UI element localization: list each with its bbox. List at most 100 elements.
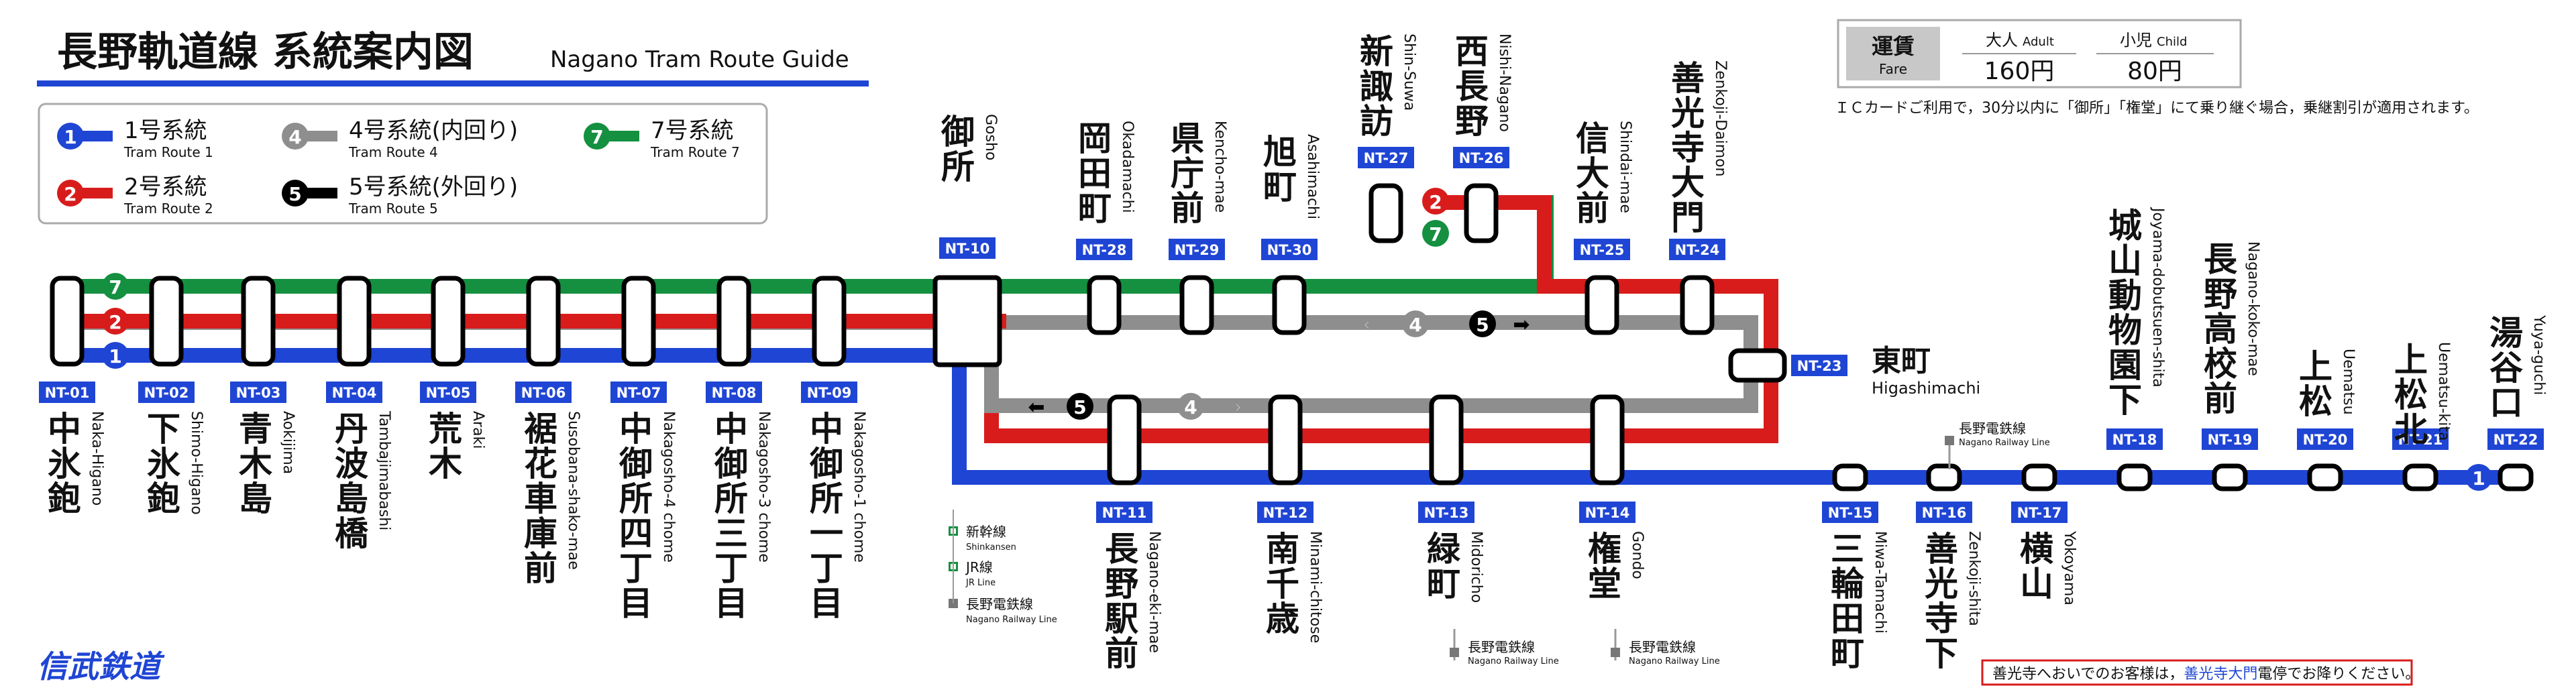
route-4-5-line [67, 314, 1758, 413]
station-marker[interactable] [1272, 275, 1307, 335]
station-marker[interactable] [621, 276, 656, 367]
station-code: NT-09 [807, 385, 852, 401]
station-code: NT-28 [1082, 242, 1127, 258]
station-marker[interactable] [812, 276, 847, 367]
station-marker[interactable] [337, 276, 372, 367]
transfer-railway-jp: 長野電鉄線 [966, 596, 1033, 612]
legend-route-5-en: Tram Route 5 [348, 200, 438, 217]
station-marker[interactable] [2307, 463, 2343, 491]
station-code: NT-19 [2208, 432, 2253, 448]
station-code: NT-07 [616, 385, 661, 401]
station-name-jp: 中御所一丁目 [804, 411, 844, 620]
svg-text:2: 2 [1429, 191, 1442, 213]
station-name-jp: 緑町 [1421, 531, 1460, 601]
station-code-badge [515, 382, 572, 403]
route-4-5-trunk [959, 315, 1751, 330]
station-marker[interactable] [431, 276, 466, 367]
station-marker[interactable] [1087, 275, 1122, 335]
station-marker[interactable] [1179, 275, 1214, 335]
station-marker[interactable] [1107, 394, 1142, 485]
station-marker[interactable] [50, 276, 85, 367]
station-marker[interactable] [241, 276, 276, 367]
station-code: NT-16 [1922, 505, 1967, 521]
station-marker[interactable] [2212, 463, 2248, 491]
station-marker[interactable] [1429, 394, 1464, 485]
transfer-gondo: 長野電鉄線 Nagano Railway Line [1611, 629, 1720, 666]
station-marker[interactable] [526, 276, 561, 367]
station-name-jp: 下氷鉋 [142, 411, 180, 516]
station-marker[interactable] [1585, 275, 1619, 335]
station-marker[interactable] [1728, 348, 1787, 383]
station-name-jp: 権堂 [1582, 531, 1621, 601]
station-code: NT-11 [1102, 505, 1147, 521]
transfer-shinkansen-en: Shinkansen [966, 542, 1016, 552]
station-name-en: Uematsu [2340, 349, 2357, 415]
station-name-en: Nishi-Nagano [1496, 34, 1513, 132]
transfer-gondo-en: Nagano Railway Line [1629, 656, 1720, 666]
station-code-badge [1257, 502, 1313, 523]
station-code-badge [1453, 147, 1509, 168]
station-marker[interactable] [1464, 183, 1499, 243]
station-marker[interactable] [1368, 183, 1403, 243]
fare-label-jp: 運賃 [1872, 34, 1915, 59]
station-marker[interactable] [2402, 463, 2438, 491]
fare-label-bg [1846, 27, 1940, 80]
station-marker[interactable] [1268, 394, 1303, 485]
station-marker[interactable] [149, 276, 184, 367]
terminal-badges: 7 2 1 2 7 [102, 188, 1449, 369]
station-marker[interactable] [1680, 275, 1715, 335]
station-marker[interactable] [2498, 463, 2534, 491]
transfer-jr-en: JR Line [965, 578, 996, 588]
station-code: NT-05 [426, 385, 471, 401]
transfer-jr-jp: JR線 [965, 559, 993, 575]
station-name-jp: 丹波島橋 [329, 411, 368, 550]
station-marker[interactable] [932, 275, 1002, 367]
station-marker[interactable] [716, 276, 751, 367]
station-name-en: Minami-chitose [1307, 531, 1324, 643]
station-marker[interactable] [1926, 463, 1962, 491]
station-code-badge [1358, 147, 1414, 168]
station-marker[interactable] [2116, 463, 2153, 491]
station-code-badge [1169, 239, 1225, 260]
station-name-en: Nagano-eki-mae [1146, 531, 1163, 653]
station-marker[interactable] [1590, 394, 1625, 485]
station-marker[interactable] [1832, 463, 1868, 491]
station-code: NT-21 [2398, 432, 2443, 448]
fare-adult-price: 160円 [1984, 58, 2055, 85]
station-name-jp: 信大前 [1570, 121, 1609, 225]
legend-route-2-badge: 2 [64, 183, 76, 205]
legend-route-4-en: Tram Route 4 [348, 144, 438, 160]
station-marker[interactable] [2021, 463, 2057, 491]
